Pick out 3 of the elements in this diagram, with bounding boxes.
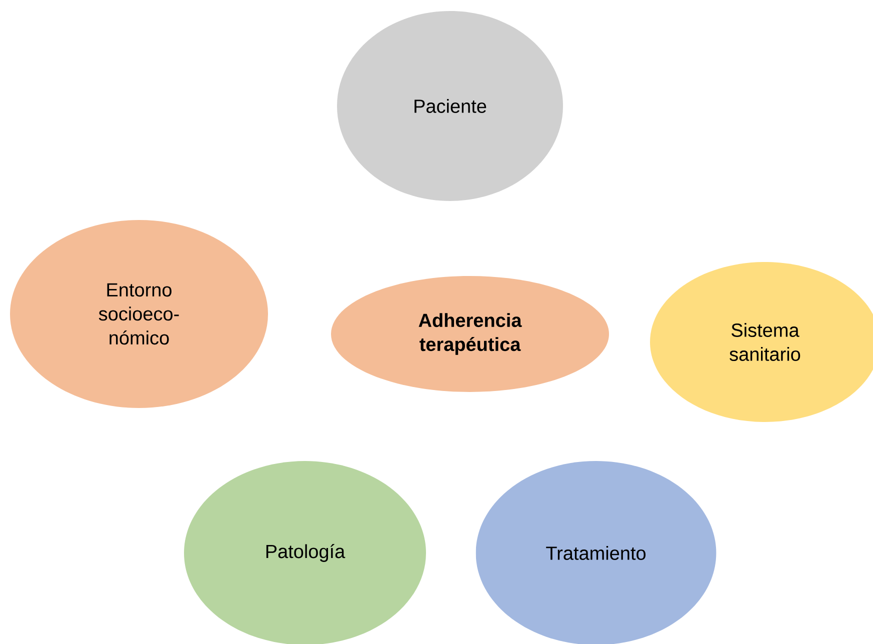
ellipse-node: Entorno socioeco-nómico xyxy=(10,220,268,408)
ellipse-node: Adherencia terapéutica xyxy=(331,276,609,392)
ellipse-node: Paciente xyxy=(337,10,563,201)
